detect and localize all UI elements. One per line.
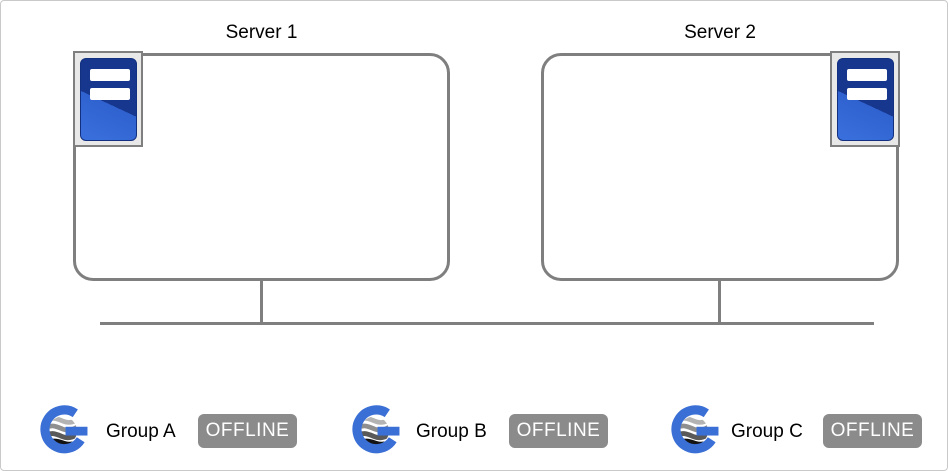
server1-title: Server 1 — [225, 22, 298, 43]
server-drive-bay-icon — [89, 68, 130, 81]
group-c-label: Group C — [731, 421, 803, 442]
group-b-status-badge: OFFLINE — [509, 414, 608, 448]
globe-g-logo-icon[interactable] — [671, 404, 720, 454]
group-c-status-badge: OFFLINE — [823, 414, 922, 448]
server-drive-bay-icon — [89, 87, 130, 100]
globe-g-logo-icon[interactable] — [352, 404, 401, 454]
network-bus-line — [100, 322, 874, 325]
group-a-status-badge: OFFLINE — [198, 414, 297, 448]
group-b-label: Group B — [416, 421, 487, 442]
server-drive-bay-icon — [846, 68, 887, 81]
server-tower-icon — [836, 57, 894, 141]
server2-title: Server 2 — [684, 22, 756, 43]
server-tower-icon — [79, 57, 137, 141]
group-a-label: Group A — [106, 421, 176, 442]
server1-connector-line — [260, 281, 263, 324]
server1-icon-chip — [73, 51, 143, 147]
globe-g-logo-icon[interactable] — [40, 404, 89, 454]
server-drive-bay-icon — [846, 87, 887, 100]
server2-icon-chip — [830, 51, 900, 147]
server2-connector-line — [718, 281, 721, 324]
